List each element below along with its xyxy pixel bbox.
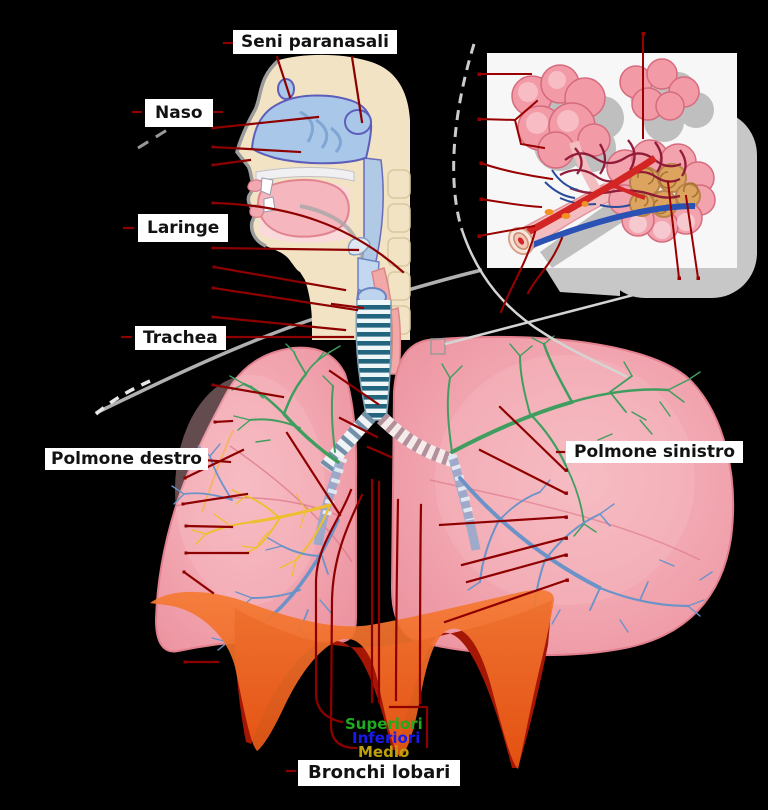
label-polmone-sinistro: Polmone sinistro: [566, 441, 744, 464]
smooth-muscle-dots: [544, 201, 589, 219]
lower-lip: [249, 204, 265, 218]
inset-vein: [528, 203, 696, 249]
alveolar-duct-left: [569, 140, 601, 193]
alveolar-cluster-left-highlights: [518, 71, 579, 134]
trachea-outline: [355, 299, 392, 421]
label-trachea: Trachea: [135, 326, 226, 351]
label-bronchi-superiori: Superiori: [345, 715, 423, 733]
sphenoid-sinus: [344, 109, 372, 135]
label-bronchi-lobari: Bronchi lobari: [298, 760, 461, 786]
label-laringe: Laringe: [138, 214, 229, 243]
trachea-rings: [356, 305, 391, 418]
upper-lip: [247, 179, 264, 192]
diaphragm-orange: [150, 589, 555, 769]
bronchiole-cut-end: [507, 226, 535, 256]
magnifier-source-square: [430, 338, 446, 355]
label-bronchi-inferiori: Inferiori: [352, 729, 421, 747]
capillary-mesh-blue: [544, 169, 631, 208]
diaphragm: [150, 589, 555, 769]
capillary-mesh-red: [559, 139, 687, 199]
upper-teeth: [260, 177, 274, 196]
inset-artery: [526, 155, 658, 236]
inset-artery-branch: [611, 183, 646, 200]
left-lung-highlight: [435, 355, 695, 605]
nasal-turbinates: [299, 110, 342, 154]
right-lung-apex-rim: [201, 429, 234, 513]
inset-pointer-dots: [477, 32, 700, 280]
head-cross-section: [235, 54, 411, 375]
label-seni-paranasali: Seni paranasali: [233, 30, 397, 55]
hard-palate: [255, 167, 355, 182]
label-naso: Naso: [145, 99, 213, 128]
label-polmone-destro: Polmone destro: [45, 448, 208, 471]
left-lung-upper-bronchi-green: [441, 335, 701, 537]
face-profile-outline: [235, 58, 281, 248]
left-lung-body: [390, 335, 735, 657]
inset-pointer-lines: [477, 32, 700, 314]
annotation-dots: [181, 126, 569, 664]
right-lung-upper-bronchi-green: [229, 343, 341, 464]
annotation-lines: [120, 41, 735, 773]
right-lung-highlight: [175, 375, 325, 605]
label-bronchi-medio: Medio: [358, 743, 410, 761]
alveoli-inset: [477, 32, 757, 314]
left-lung: [390, 335, 735, 657]
inset-shadow-taper: [545, 268, 620, 296]
